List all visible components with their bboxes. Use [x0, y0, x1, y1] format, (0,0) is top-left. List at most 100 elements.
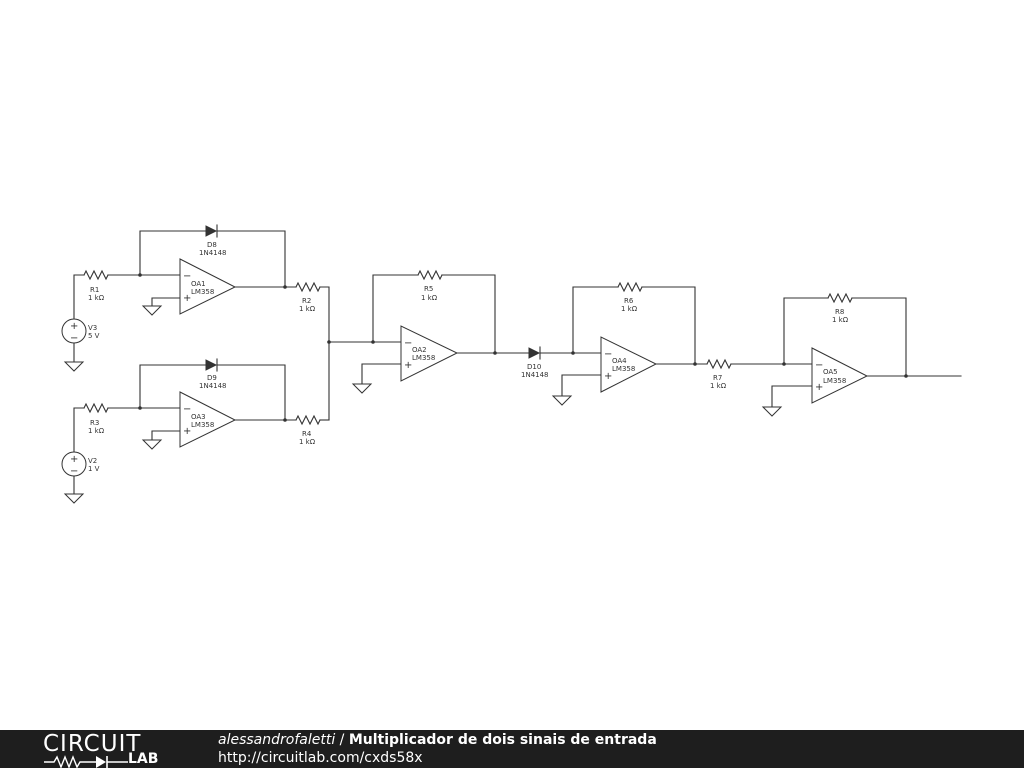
diode-d10[interactable]: D10 1N4148	[521, 346, 549, 379]
resistor-r2[interactable]: R2 1 kΩ	[295, 281, 321, 313]
opamp-oa5[interactable]: − + OA5 LM358	[811, 347, 869, 404]
r4-name: R4	[302, 430, 312, 438]
title-separator: /	[335, 732, 349, 748]
circuit-schematic: R1 1 kΩ R2 1 kΩ R3 1 kΩ R4 1 kΩ R5 1 kΩ …	[61, 224, 962, 504]
resistor-r8[interactable]: R8 1 kΩ	[827, 292, 853, 324]
footer-bar: CIRCUIT LAB alessandrofaletti / Multipli…	[0, 730, 1024, 769]
r1-value: 1 kΩ	[88, 294, 105, 302]
junction-node	[327, 340, 331, 344]
v3-plus-label: +	[70, 321, 78, 332]
v2-value: 1 V	[88, 465, 100, 473]
resistor-r3[interactable]: R3 1 kΩ	[83, 402, 109, 435]
logo-text-lab: LAB	[128, 751, 159, 767]
r4-value: 1 kΩ	[299, 438, 316, 446]
ground-icon	[761, 406, 783, 417]
oa5-name: OA5	[823, 368, 838, 376]
r5-value: 1 kΩ	[421, 294, 438, 302]
oa5-value: LM358	[823, 377, 846, 385]
junction-node	[138, 406, 142, 410]
resistor-r5[interactable]: R5 1 kΩ	[417, 269, 443, 302]
d10-value: 1N4148	[521, 371, 549, 379]
r8-value: 1 kΩ	[832, 316, 849, 324]
r7-name: R7	[713, 374, 722, 382]
r8-name: R8	[835, 308, 844, 316]
wires	[73, 230, 962, 495]
r2-value: 1 kΩ	[299, 305, 316, 313]
oa4-inverting-pin-label: −	[604, 349, 612, 360]
oa2-noninverting-pin-label: +	[404, 360, 412, 371]
r7-value: 1 kΩ	[710, 382, 727, 390]
d10-name: D10	[527, 363, 541, 371]
opamp-oa1[interactable]: − + OA1 LM358	[179, 258, 237, 315]
diode-d8[interactable]: D8 1N4148	[199, 224, 227, 257]
d8-name: D8	[207, 241, 217, 249]
oa2-inverting-pin-label: −	[404, 338, 412, 349]
ground-icon	[141, 439, 163, 450]
r6-name: R6	[624, 297, 634, 305]
oa5-noninverting-pin-label: +	[815, 382, 823, 393]
project-url[interactable]: http://circuitlab.com/cxds58x	[218, 750, 423, 766]
junction-node	[138, 273, 142, 277]
oa5-inverting-pin-label: −	[815, 360, 823, 371]
author-name[interactable]: alessandrofaletti	[218, 732, 336, 748]
r5-name: R5	[424, 285, 433, 293]
diode-d9[interactable]: D9 1N4148	[199, 358, 227, 390]
junction-node	[782, 362, 786, 366]
junction-node	[371, 340, 375, 344]
junction-node	[283, 285, 287, 289]
resistor-diode-logo-icon	[44, 755, 128, 769]
junction-node	[571, 351, 575, 355]
voltage-source-v3[interactable]: + − V3 5 V	[61, 318, 100, 344]
opamp-oa3[interactable]: − + OA3 LM358	[179, 391, 237, 448]
schematic-canvas: R1 1 kΩ R2 1 kΩ R3 1 kΩ R4 1 kΩ R5 1 kΩ …	[61, 224, 962, 504]
r1-name: R1	[90, 286, 99, 294]
junction-node	[493, 351, 497, 355]
ground-icon	[351, 383, 373, 394]
oa1-value: LM358	[191, 288, 214, 296]
junction-node	[283, 418, 287, 422]
ground-icon	[141, 305, 163, 316]
resistor-r1[interactable]: R1 1 kΩ	[83, 269, 109, 302]
oa3-noninverting-pin-label: +	[183, 426, 191, 437]
d8-value: 1N4148	[199, 249, 227, 257]
v2-name: V2	[88, 457, 97, 465]
oa1-name: OA1	[191, 280, 206, 288]
opamp-oa4[interactable]: − + OA4 LM358	[600, 336, 658, 393]
oa2-value: LM358	[412, 354, 435, 362]
oa3-name: OA3	[191, 413, 206, 421]
resistor-r6[interactable]: R6 1 kΩ	[617, 281, 643, 313]
ground-icon	[551, 395, 573, 406]
voltage-source-v2[interactable]: + − V2 1 V	[61, 451, 100, 477]
ground-icon	[63, 493, 85, 504]
ground-symbols	[63, 305, 783, 504]
v2-plus-label: +	[70, 454, 78, 465]
circuitlab-logo[interactable]: CIRCUIT LAB	[40, 731, 180, 769]
v3-value: 5 V	[88, 332, 100, 340]
oa3-value: LM358	[191, 421, 214, 429]
r2-name: R2	[302, 297, 311, 305]
junction-node	[904, 374, 908, 378]
v2-minus-label: −	[70, 466, 78, 477]
oa3-inverting-pin-label: −	[183, 404, 191, 415]
oa4-noninverting-pin-label: +	[604, 371, 612, 382]
logo-text-circuit: CIRCUIT	[43, 731, 142, 757]
oa4-name: OA4	[612, 357, 627, 365]
r6-value: 1 kΩ	[621, 305, 638, 313]
project-title-line: alessandrofaletti / Multiplicador de doi…	[218, 731, 657, 749]
junction-node	[693, 362, 697, 366]
oa1-noninverting-pin-label: +	[183, 293, 191, 304]
d9-name: D9	[207, 374, 217, 382]
junction-nodes	[138, 273, 908, 422]
project-title[interactable]: Multiplicador de dois sinais de entrada	[348, 732, 657, 748]
v3-name: V3	[88, 324, 97, 332]
oa1-inverting-pin-label: −	[183, 271, 191, 282]
resistor-r4[interactable]: R4 1 kΩ	[295, 414, 321, 446]
d9-value: 1N4148	[199, 382, 227, 390]
opamp-oa2[interactable]: − + OA2 LM358	[400, 325, 459, 382]
r3-value: 1 kΩ	[88, 427, 105, 435]
oa2-name: OA2	[412, 346, 427, 354]
r3-name: R3	[90, 419, 99, 427]
v3-minus-label: −	[70, 333, 78, 344]
ground-icon	[63, 361, 85, 372]
resistor-r7[interactable]: R7 1 kΩ	[706, 358, 732, 390]
